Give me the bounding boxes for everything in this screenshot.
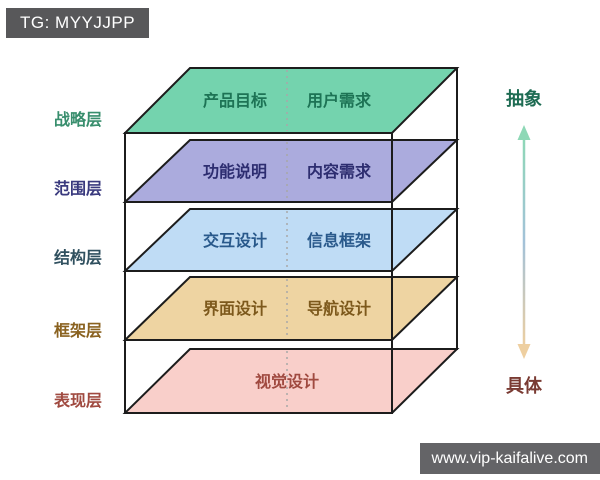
layer-plane-structure: [122, 208, 460, 272]
layer-name-surface: 表现层: [53, 391, 102, 410]
axis-bottom-label: 具体: [506, 375, 543, 396]
layer-name-skeleton: 框架层: [54, 321, 102, 340]
frame-pillars: [124, 67, 458, 414]
layer-planes: [122, 67, 460, 414]
arrow-down-icon: [517, 344, 531, 359]
layer-cell-label: 导航设计: [307, 299, 371, 318]
layer-cell-label: 用户需求: [307, 91, 372, 110]
layer-plane-skeleton: [122, 276, 460, 341]
tg-badge: TG: MYYJJPP: [6, 8, 150, 38]
axis-top-label: 抽象: [506, 88, 542, 109]
layer-name-strategy: 战略层: [54, 110, 102, 129]
layer-cell-label: 交互设计: [203, 231, 267, 250]
layer-plane-strategy: [122, 67, 460, 134]
layer-plane-scope: [122, 139, 460, 203]
layer-cell-label: 视觉设计: [255, 372, 319, 391]
layer-cell-label: 内容需求: [307, 162, 372, 181]
arrow-up-icon: [517, 125, 531, 140]
layer-cell-label: 功能说明: [203, 162, 267, 181]
layer-name-structure: 结构层: [53, 248, 102, 267]
layer-name-scope: 范围层: [54, 179, 102, 198]
layer-cell-label: 界面设计: [203, 299, 267, 318]
layer-cell-label: 产品目标: [203, 91, 267, 110]
watermark-bar: www.vip-kaifalive.com: [419, 443, 600, 474]
layer-cell-label: 信息框架: [307, 231, 371, 250]
